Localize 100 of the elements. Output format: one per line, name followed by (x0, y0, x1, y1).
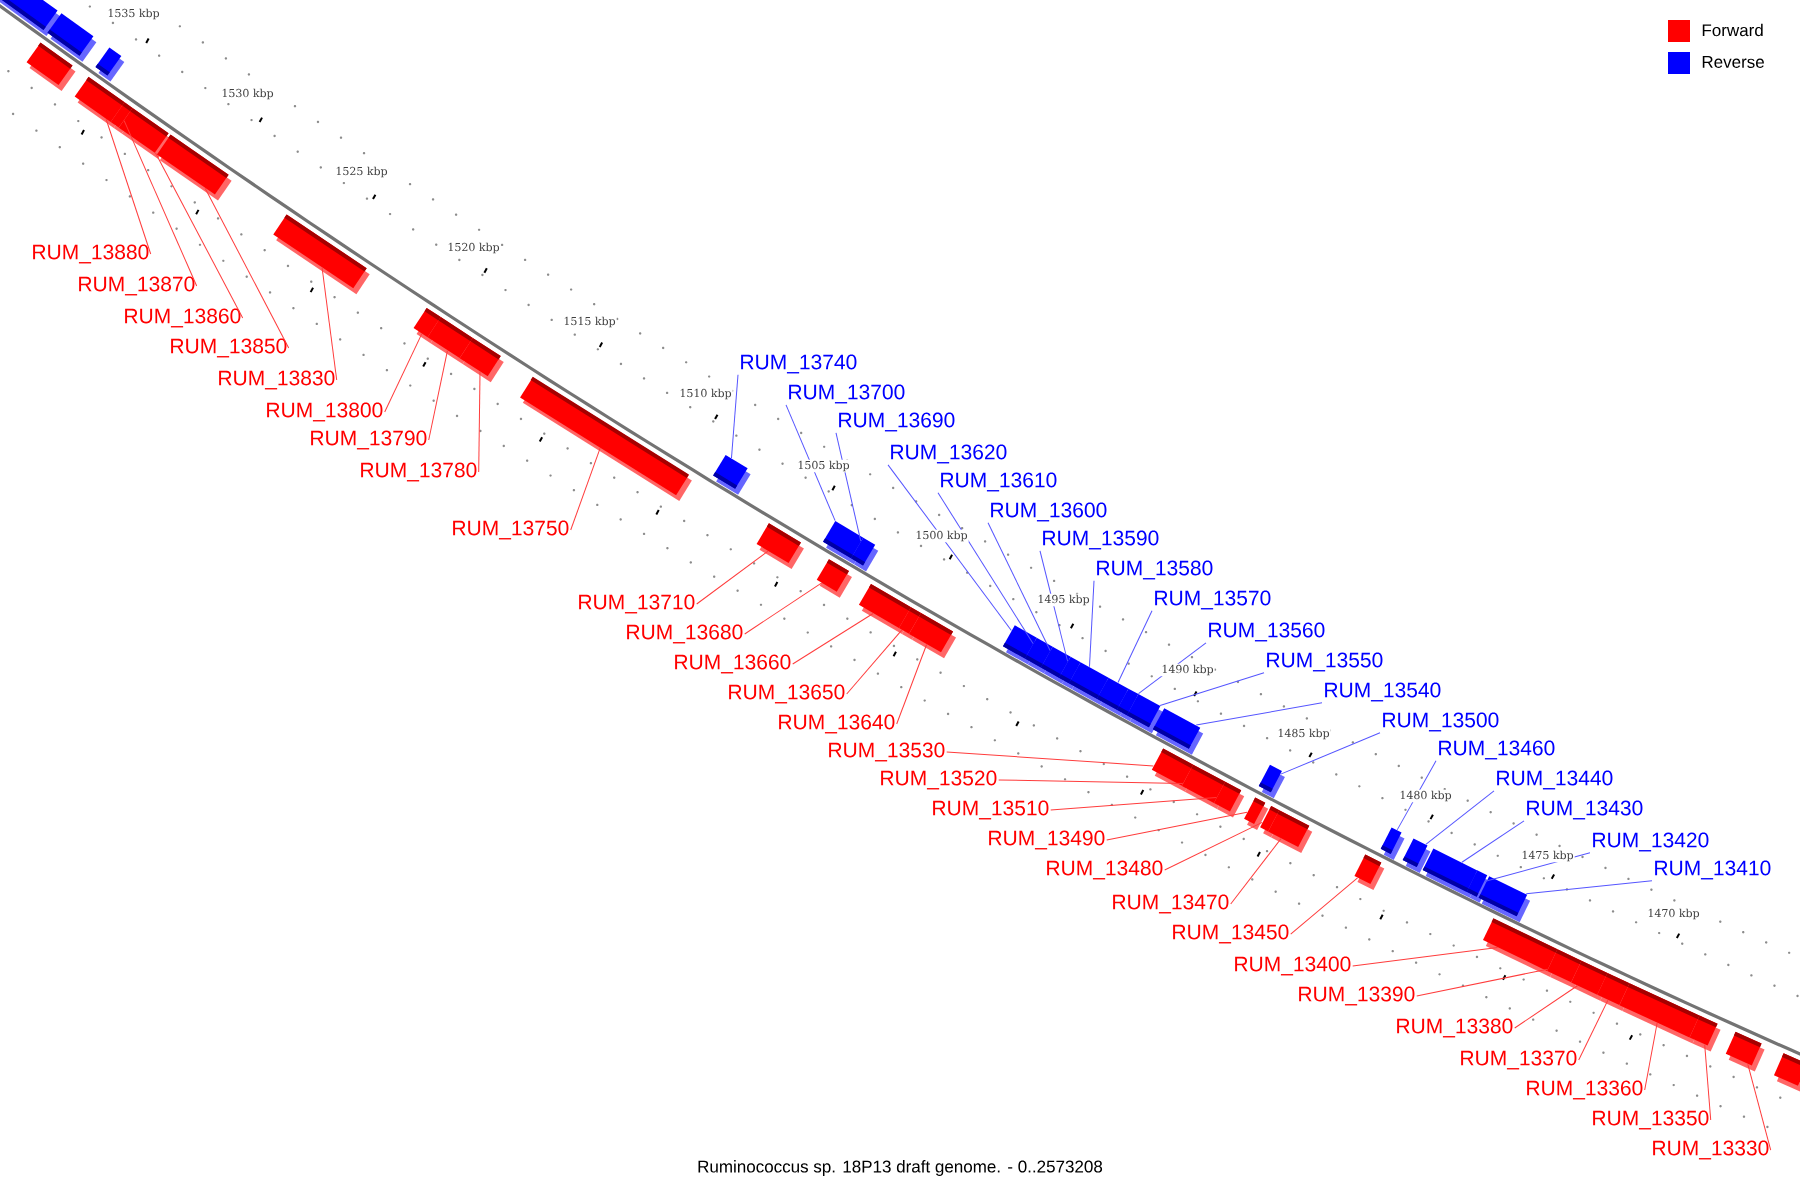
gene-label: RUM_13450 (1173, 924, 1289, 944)
leader-line (478, 371, 481, 473)
leader-line (1461, 820, 1525, 863)
gene-label: RUM_13550 (1267, 652, 1383, 672)
gene-label: RUM_13440 (1497, 770, 1613, 790)
gene-label: RUM_13640 (779, 714, 895, 734)
gene-label: RUM_13420 (1593, 832, 1709, 852)
gene-label: RUM_13590 (1043, 530, 1159, 550)
leader-line (1290, 877, 1359, 935)
gene-label: RUM_13380 (1397, 1018, 1513, 1038)
leader-line (792, 613, 874, 665)
leader-line (696, 550, 769, 605)
legend-item: Reverse (1668, 52, 1764, 74)
gene-label: RUM_13750 (453, 520, 569, 540)
leader-line (744, 582, 822, 635)
leader-line (846, 629, 903, 695)
gene-label: RUM_13520 (881, 770, 997, 790)
gene-label: RUM_13740 (741, 354, 857, 374)
gene-bar (273, 214, 370, 295)
leader-line (1416, 968, 1548, 997)
leader-line (1050, 796, 1217, 811)
gene-label: RUM_13700 (789, 384, 905, 404)
leader-line (1425, 790, 1495, 845)
gene-bar (1258, 764, 1285, 799)
leader-line (1088, 580, 1095, 668)
gene-label: RUM_13560 (1209, 622, 1325, 642)
gene-label: RUM_13580 (1097, 560, 1213, 580)
gene-bar (1773, 1053, 1800, 1092)
gene-bar (713, 454, 751, 495)
gene-label: RUM_13490 (989, 830, 1105, 850)
leader-line (987, 522, 1051, 651)
leader-line (835, 432, 862, 542)
leader-line (321, 267, 338, 381)
gene-label: RUM_13510 (933, 800, 1049, 820)
leader-line (384, 333, 423, 413)
gene-bar (1354, 854, 1385, 891)
gene-label: RUM_13620 (891, 444, 1007, 464)
leader-line (1106, 811, 1248, 841)
gene-label: RUM_13570 (1155, 590, 1271, 610)
leader-line (1525, 880, 1653, 895)
gene-label: RUM_13350 (1593, 1110, 1709, 1130)
leader-line (887, 464, 1012, 631)
gene-bar (851, 537, 879, 572)
leader-line (1704, 1044, 1712, 1121)
leader-line (1352, 947, 1499, 967)
leader-line (105, 118, 152, 255)
gene-label: RUM_13870 (79, 276, 195, 296)
leader-line (1230, 838, 1282, 905)
gene-label: RUM_13600 (991, 502, 1107, 522)
leader-line (204, 187, 290, 349)
gene-label: RUM_13470 (1113, 894, 1229, 914)
gene-label: RUM_13330 (1653, 1140, 1769, 1160)
gene-bar (26, 42, 76, 92)
gene-label: RUM_13410 (1655, 860, 1771, 880)
caption: Ruminococcus sp. 18P13 draft genome. - 0..2573208 (698, 1160, 1103, 1176)
gene-bar (1725, 1031, 1765, 1072)
leader-line (154, 152, 244, 319)
gene-label: RUM_13850 (171, 338, 287, 358)
gene-label: RUM_13480 (1047, 860, 1163, 880)
gene-bar (1380, 827, 1405, 860)
gene-label: RUM_13780 (361, 462, 477, 482)
gene-bar (156, 134, 232, 201)
gene-label: RUM_13790 (311, 430, 427, 450)
leader-line (1195, 702, 1323, 726)
gene-label: RUM_13690 (839, 412, 955, 432)
gene-bar (1268, 810, 1313, 854)
leader-line (1117, 610, 1153, 683)
leader-line (1159, 672, 1265, 706)
leader-line (946, 751, 1154, 767)
gene-bar (909, 613, 957, 659)
leader-line (998, 779, 1184, 784)
leader-line (1578, 999, 1609, 1061)
legend-item: Forward (1668, 20, 1763, 42)
leader-line (937, 492, 1034, 644)
gene-label: RUM_13860 (125, 308, 241, 328)
leader-line (731, 374, 739, 459)
gene-label: RUM_13500 (1383, 712, 1499, 732)
gene-label: RUM_13400 (1235, 956, 1351, 976)
gene-bar (756, 523, 804, 570)
gene-label: RUM_13660 (675, 654, 791, 674)
gene-label: RUM_13800 (267, 402, 383, 422)
gene-bar (95, 47, 125, 82)
gene-label: RUM_13650 (729, 684, 845, 704)
gene-label: RUM_13460 (1439, 740, 1555, 760)
leader-line (1644, 1022, 1658, 1091)
leader-line (896, 644, 928, 725)
gene-label: RUM_13370 (1461, 1050, 1577, 1070)
leader-line (1747, 1063, 1772, 1151)
gene-label: RUM_13360 (1527, 1080, 1643, 1100)
gene-label: RUM_13710 (579, 594, 695, 614)
gene-label: RUM_13610 (941, 472, 1057, 492)
leader-line (428, 350, 448, 441)
gene-bar (816, 559, 852, 598)
leader-line (1039, 550, 1069, 662)
gene-bar (459, 337, 504, 383)
leader-line (1164, 821, 1263, 871)
leader-line (1280, 732, 1381, 775)
leader-line (570, 447, 601, 531)
gene-label: RUM_13680 (627, 624, 743, 644)
leader-line (785, 404, 836, 522)
